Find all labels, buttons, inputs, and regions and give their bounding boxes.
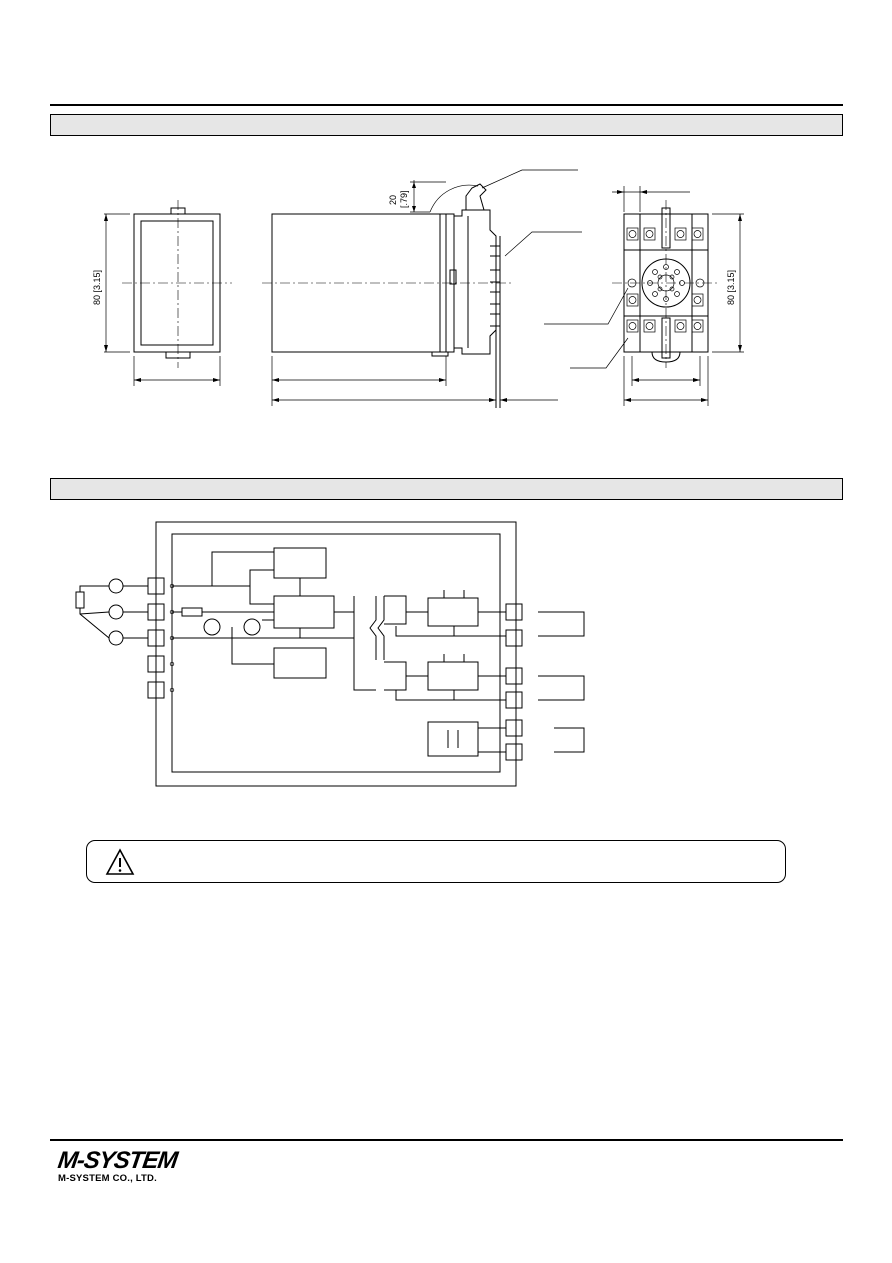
side-view-drawing: [262, 169, 582, 408]
block-diagram: [75, 521, 585, 787]
caution-box: [86, 840, 786, 883]
socket-height-label: 80 [3.15]: [726, 270, 736, 305]
section-bar-block-diagram: [50, 478, 843, 500]
socket-top-view-drawing: [544, 186, 744, 406]
header-rule: [50, 104, 843, 106]
footer-rule: [50, 1139, 843, 1141]
warning-triangle-icon: [105, 848, 135, 875]
logo-wordmark: M-SYSTEM: [56, 1147, 179, 1174]
front-view-drawing: [104, 200, 232, 386]
company-logo: M-SYSTEM M-SYSTEM CO., LTD.: [56, 1147, 179, 1185]
clearance-label: 20: [388, 195, 398, 205]
company-name: M-SYSTEM CO., LTD.: [58, 1173, 157, 1184]
front-height-label: 80 [3.15]: [92, 270, 102, 305]
clearance-inch-label: [.79]: [399, 190, 409, 208]
section-bar-dimensions: [50, 114, 843, 136]
